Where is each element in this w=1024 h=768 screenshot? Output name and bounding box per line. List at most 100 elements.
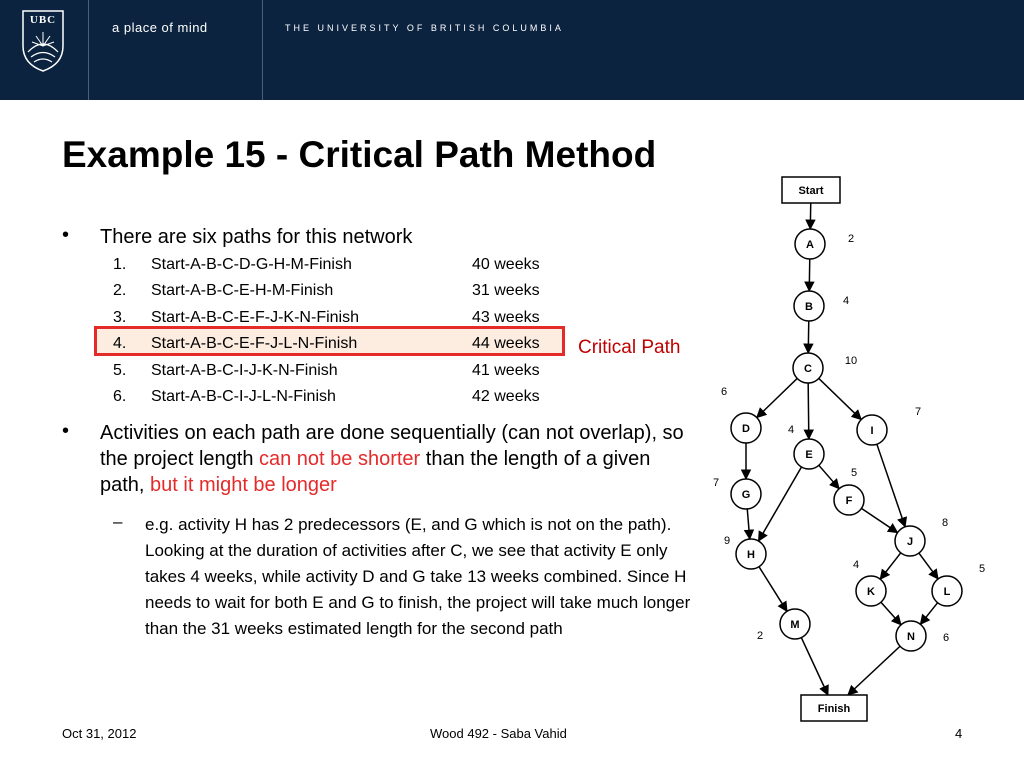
crest-shield-icon	[22, 10, 64, 72]
activity-node-circle	[735, 538, 767, 570]
crest-text: UBC	[29, 14, 57, 26]
emphasis-text: can not be shorter	[259, 448, 421, 470]
activity-node-label: B	[805, 301, 813, 313]
path-weeks: 40 weeks	[472, 256, 540, 273]
activity-node-circle	[793, 438, 825, 470]
bullet-text-part: than the length of a given path,	[100, 448, 651, 496]
path-num: 4.	[113, 335, 127, 352]
activity-node-circle	[792, 352, 824, 384]
activity-node-label: J	[907, 536, 913, 548]
edge-g-h	[743, 508, 755, 541]
activity-node-circle	[779, 608, 811, 640]
bullet-text-part: Activities on each path are done sequent…	[100, 422, 684, 470]
activity-duration-label: 7	[915, 406, 921, 418]
footer-page-number: 4	[955, 726, 963, 741]
activity-node-e: E4	[788, 424, 825, 470]
path-route: Start-A-B-C-E-F-J-K-N-Finish	[151, 309, 359, 326]
slide-title: Example 15 - Critical Path Method	[62, 134, 657, 175]
path-route: Start-A-B-C-E-H-M-Finish	[151, 282, 334, 299]
path-num: 2.	[113, 282, 127, 299]
finish-node-box	[800, 694, 868, 722]
header-banner: UBC a place of mind THE UNIVERSITY OF BR…	[0, 0, 1024, 100]
activity-duration-label: 5	[979, 563, 985, 575]
activity-node-label: C	[804, 363, 812, 375]
activity-node-c: C 10	[792, 352, 857, 384]
activity-node-l: L5	[931, 563, 985, 607]
emphasis-text: but it might be longer	[150, 474, 337, 496]
path-row: 2. Start-A-B-C-E-H-M-Finish 31 weeks	[113, 278, 563, 304]
activity-node-circle	[855, 575, 887, 607]
activity-node-f: F5	[833, 467, 865, 516]
bullet-dot: •	[62, 420, 70, 442]
activity-node-label: I	[870, 425, 873, 437]
activity-node-circle	[895, 620, 927, 652]
footer-course: Wood 492 - Saba Vahid	[430, 726, 567, 741]
path-num: 6.	[113, 388, 127, 405]
path-row: 5. Start-A-B-C-I-J-K-N-Finish 41 weeks	[113, 358, 563, 384]
finish-node-label: Finish	[818, 703, 851, 715]
edge-c-e	[803, 382, 814, 441]
activity-node-circle	[894, 525, 926, 557]
tagline: a place of mind	[112, 20, 208, 35]
finish-node: Finish	[800, 694, 868, 722]
edge-j-k	[879, 552, 902, 581]
edge-h-m	[758, 566, 788, 613]
start-node: Start	[781, 176, 841, 204]
activity-node-d: D6	[721, 386, 762, 444]
activity-node-circle	[833, 484, 865, 516]
edge-c-d	[756, 377, 798, 419]
start-node-box	[781, 176, 841, 204]
activity-node-label: N	[907, 631, 915, 643]
activity-node-circle	[794, 228, 826, 260]
bullet-text: Activities on each path are done sequent…	[100, 420, 700, 498]
activity-node-label: K	[867, 586, 875, 598]
bullet-text: There are six paths for this network	[100, 226, 413, 248]
activity-duration-label: 8	[942, 517, 948, 529]
edge-j-l	[918, 552, 939, 580]
path-num: 3.	[113, 309, 127, 326]
university-name: THE UNIVERSITY OF BRITISH COLUMBIA	[285, 23, 564, 33]
activity-duration-label: 10	[845, 355, 857, 367]
path-weeks: 41 weeks	[472, 362, 540, 379]
edge-e-f	[818, 464, 840, 490]
activity-duration-label: 4	[788, 424, 794, 436]
activity-node-label: M	[790, 619, 799, 631]
edge-f-j	[861, 507, 899, 534]
activity-node-label: H	[747, 549, 755, 561]
path-route: Start-A-B-C-E-F-J-L-N-Finish	[151, 335, 358, 352]
activity-duration-label: 7	[713, 477, 719, 489]
activity-node-label: G	[742, 489, 751, 501]
activity-node-g: G7	[713, 477, 762, 510]
activity-node-m: M2	[757, 608, 811, 642]
activity-node-label: A	[806, 239, 814, 251]
edge-m-finish	[800, 637, 829, 696]
edge-n-finish	[847, 645, 901, 696]
ubc-crest-logo: UBC	[22, 10, 64, 72]
critical-path-label: Critical Path	[578, 337, 681, 358]
path-num: 1.	[113, 256, 127, 273]
activity-node-label: F	[846, 495, 853, 507]
edge-b-c	[803, 320, 814, 355]
edge-e-h	[757, 466, 803, 542]
banner-divider	[262, 0, 263, 100]
footer-date: Oct 31, 2012	[62, 726, 137, 741]
edge-k-n	[880, 601, 902, 626]
activity-node-i: I7	[856, 406, 921, 446]
activity-node-h: H9	[724, 535, 767, 570]
activity-duration-label: 4	[843, 295, 849, 307]
activity-duration-label: 2	[757, 630, 763, 642]
sub-bullet-dash: –	[113, 512, 123, 531]
banner-divider	[88, 0, 89, 100]
path-route: Start-A-B-C-I-J-K-N-Finish	[151, 362, 338, 379]
activity-duration-label: 9	[724, 535, 730, 547]
activity-duration-label: 6	[943, 632, 949, 644]
path-weeks: 31 weeks	[472, 282, 540, 299]
sub-bullet-text: e.g. activity H has 2 predecessors (E, a…	[145, 515, 691, 638]
path-weeks: 44 weeks	[472, 335, 540, 352]
path-num: 5.	[113, 362, 127, 379]
activity-node-label: D	[742, 423, 750, 435]
